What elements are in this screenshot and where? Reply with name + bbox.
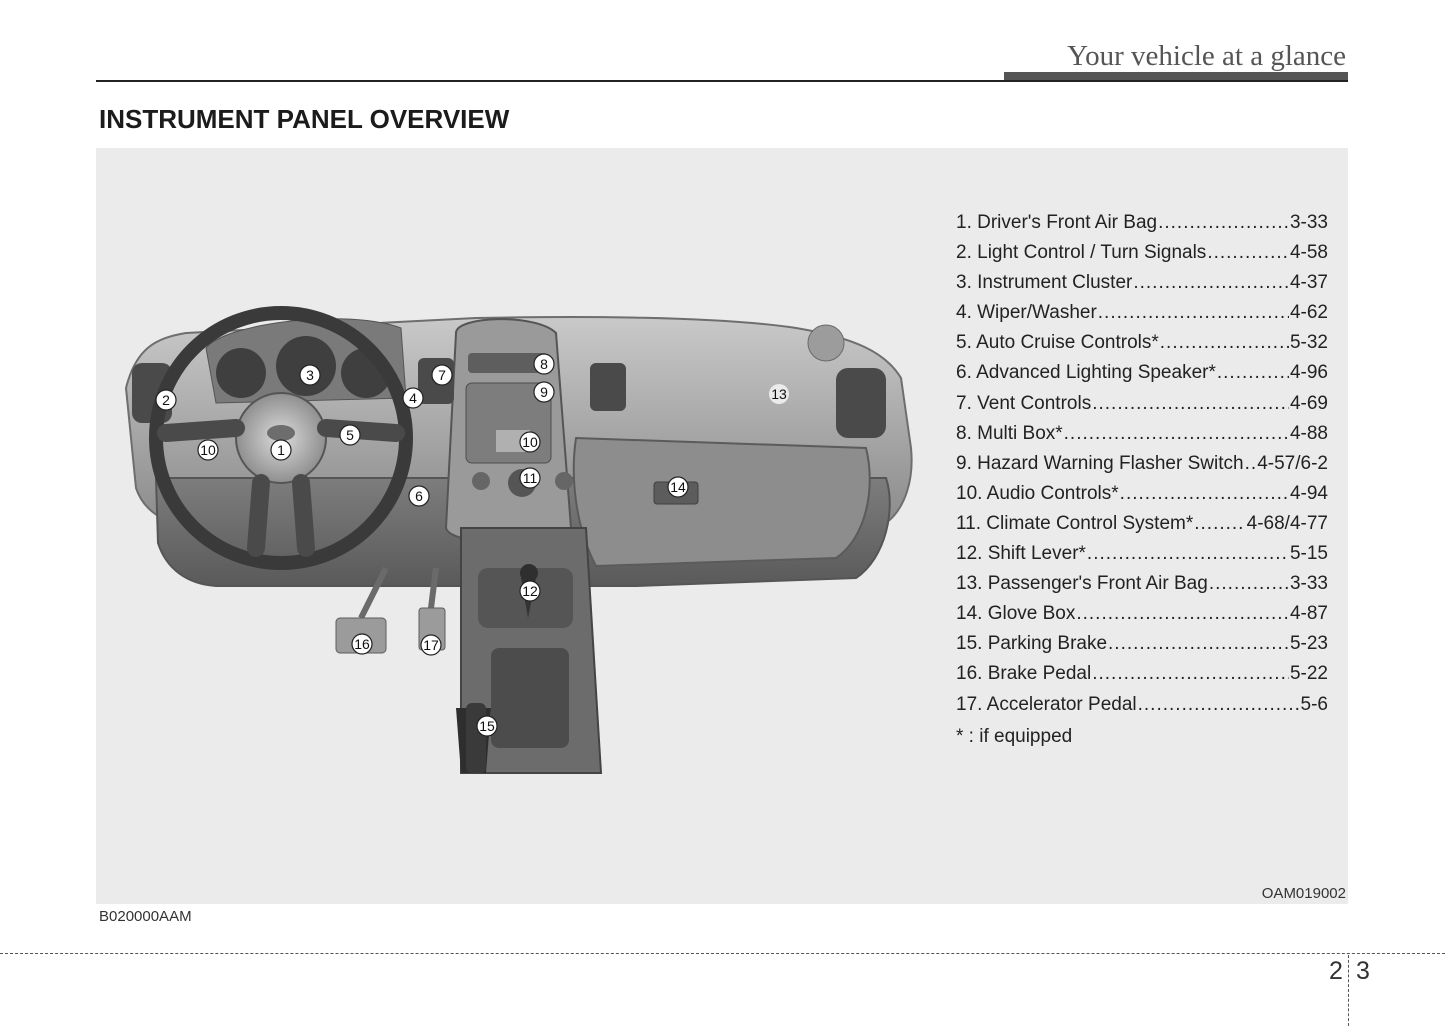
component-legend: 1. Driver's Front Air Bag3-33 2. Light C… (956, 212, 1328, 748)
legend-item: 8. Multi Box*4-88 (956, 423, 1328, 453)
svg-text:6: 6 (415, 488, 423, 504)
callout-11: 11 (519, 467, 541, 489)
callout-5: 5 (339, 424, 361, 446)
legend-item: 16. Brake Pedal5-22 (956, 663, 1328, 693)
legend-item: 5. Auto Cruise Controls*5-32 (956, 332, 1328, 362)
dashboard-illustration: 1 2 3 4 5 6 7 8 9 10 10 11 12 13 14 15 1… (124, 306, 913, 774)
page-number: 3 (1356, 957, 1370, 985)
chapter-title: Your vehicle at a glance (1067, 40, 1346, 72)
document-code: B020000AAM (99, 908, 192, 925)
svg-text:2: 2 (162, 392, 170, 408)
legend-item: 13. Passenger's Front Air Bag3-33 (956, 573, 1328, 603)
svg-text:8: 8 (540, 356, 548, 372)
svg-text:1: 1 (277, 442, 285, 458)
svg-text:13: 13 (771, 386, 787, 402)
svg-text:14: 14 (670, 479, 686, 495)
svg-text:10: 10 (200, 442, 216, 458)
svg-text:11: 11 (523, 470, 538, 486)
svg-text:3: 3 (306, 367, 314, 383)
legend-item: 9. Hazard Warning Flasher Switch4-57/6-2 (956, 453, 1328, 483)
callout-10-left: 10 (197, 439, 219, 461)
legend-item: 14. Glove Box4-87 (956, 603, 1328, 633)
chapter-number: 2 (1329, 957, 1343, 985)
svg-text:7: 7 (438, 367, 446, 383)
legend-item: 1. Driver's Front Air Bag3-33 (956, 212, 1328, 242)
legend-item: 3. Instrument Cluster4-37 (956, 272, 1328, 302)
callout-8: 8 (533, 353, 555, 375)
svg-text:10: 10 (522, 434, 538, 450)
footer-divider (0, 953, 1445, 954)
legend-item: 17. Accelerator Pedal5-6 (956, 694, 1328, 724)
legend-item: 10. Audio Controls*4-94 (956, 483, 1328, 513)
callout-3: 3 (299, 364, 321, 386)
svg-text:17: 17 (423, 637, 439, 653)
legend-item: 2. Light Control / Turn Signals4-58 (956, 242, 1328, 272)
svg-text:4: 4 (409, 390, 417, 406)
svg-text:9: 9 (540, 384, 548, 400)
callout-14: 14 (667, 476, 689, 498)
svg-text:15: 15 (479, 718, 495, 734)
page-number-divider (1348, 955, 1349, 1026)
header-band (1004, 72, 1348, 82)
svg-text:5: 5 (346, 427, 354, 443)
legend-item: 7. Vent Controls4-69 (956, 393, 1328, 423)
callout-15: 15 (476, 715, 498, 737)
legend-item: 12. Shift Lever*5-15 (956, 543, 1328, 573)
callout-1: 1 (270, 439, 292, 461)
legend-footnote: * : if equipped (956, 725, 1073, 747)
callout-2: 2 (155, 389, 177, 411)
callout-13: 13 (769, 384, 789, 404)
callout-12: 12 (519, 580, 541, 602)
callout-17: 17 (420, 634, 442, 656)
legend-item: 4. Wiper/Washer4-62 (956, 302, 1328, 332)
callout-6: 6 (408, 485, 430, 507)
svg-text:16: 16 (354, 636, 370, 652)
callout-7: 7 (431, 364, 453, 386)
callout-16: 16 (351, 633, 373, 655)
figure-code: OAM019002 (1261, 885, 1346, 902)
callout-9: 9 (533, 381, 555, 403)
svg-text:12: 12 (522, 583, 538, 599)
callout-10-center: 10 (519, 431, 541, 453)
legend-item: 15. Parking Brake5-23 (956, 633, 1328, 663)
legend-item: 6. Advanced Lighting Speaker*4-96 (956, 362, 1328, 392)
figure-panel: 1 2 3 4 5 6 7 8 9 10 10 11 12 13 14 15 1… (96, 148, 1348, 904)
section-title: INSTRUMENT PANEL OVERVIEW (99, 104, 510, 134)
callout-4: 4 (402, 387, 424, 409)
legend-item: 11. Climate Control System*4-68/4-77 (956, 513, 1328, 543)
header-rule (96, 80, 1348, 82)
